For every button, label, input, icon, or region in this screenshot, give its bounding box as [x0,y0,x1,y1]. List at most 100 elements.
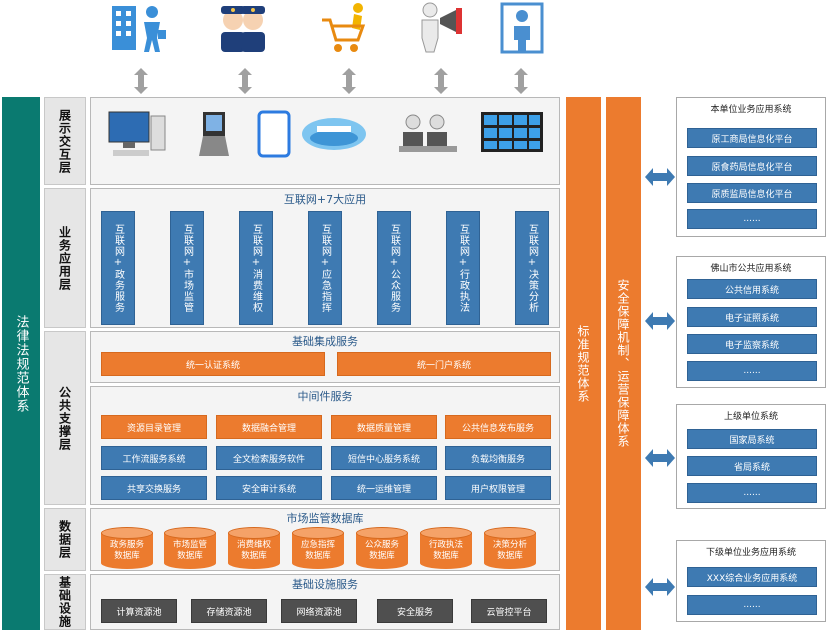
system-item[interactable]: ...... [687,595,817,615]
layer-label-business: 业务应用层 [44,188,86,328]
mw-sms-center[interactable]: 短信中心服务系统 [331,446,437,470]
standards-label: 标准规范体系 [576,324,590,403]
system-item[interactable]: ...... [687,209,817,229]
mw-security-audit[interactable]: 安全审计系统 [216,476,322,500]
system-item[interactable]: 原食药局信息化平台 [687,156,817,176]
middleware-title: 中间件服务 [297,390,353,403]
web-portal-icon [302,118,366,150]
system-item[interactable]: 原质监局信息化平台 [687,183,817,203]
mw-resource-catalog[interactable]: 资源目录管理 [101,415,207,439]
mw-workflow[interactable]: 工作流服务系统 [101,446,207,470]
middleware-panel: 中间件服务 资源目录管理 数据融合管理 数据质量管理 公共信息发布服务 工作流服… [90,386,560,505]
system-item[interactable]: ...... [687,483,817,503]
system-item[interactable]: ...... [687,361,817,381]
double-arrow-icon [645,449,675,467]
double-arrow-icon [645,312,675,330]
db-law-enforcement[interactable]: 行政执法数据库 [420,527,472,569]
data-layer-panel: 市场监管数据库 政务服务数据库 市场监管数据库 消费维权数据库 应急指挥数据库 … [90,508,560,571]
system-panel-title: 上级单位系统 [723,412,778,422]
device-desktop [103,108,173,163]
app-market-supervision[interactable]: 互联网+市场监管 [170,211,204,325]
system-item[interactable]: 省局系统 [687,456,817,476]
layer-label-display: 展示交互层 [44,97,86,185]
standards-bar: 标准规范体系 [566,97,601,630]
double-arrow-icon [434,68,448,94]
system-item[interactable]: 原工商局信息化平台 [687,128,817,148]
mw-fulltext-search[interactable]: 全文检索服务软件 [216,446,322,470]
display-layer-panel [90,97,560,185]
device-kiosk [179,108,249,163]
actor-gov [492,0,552,95]
double-arrow-icon [238,68,252,94]
business-layer-title: 互联网+7大应用 [283,193,367,206]
app-decision-analysis[interactable]: 互联网+决策分析 [515,211,549,325]
device-tablet [239,108,309,163]
system-panel-upper: 上级单位系统 国家局系统 省局系统 ...... [676,404,826,509]
system-panel-title: 本单位业务应用系统 [710,105,792,115]
infra-layer-title: 基础设施服务 [292,578,358,591]
system-panel-city: 佛山市公共应用系统 公共信用系统 电子证照系统 电子监察系统 ...... [676,256,826,388]
device-videowall [477,108,547,163]
desktop-computer-icon [108,111,166,156]
infra-network-pool[interactable]: 网络资源池 [281,599,357,623]
office-building-person-icon [112,6,166,52]
double-arrow-icon [645,168,675,186]
system-item[interactable]: XXX综合业务应用系统 [687,567,817,587]
infra-cloud-control[interactable]: 云管控平台 [471,599,547,623]
mw-data-fusion[interactable]: 数据融合管理 [216,415,322,439]
actor-consumer [318,0,378,95]
integration-title: 基础集成服务 [292,335,358,348]
unified-auth-box[interactable]: 统一认证系统 [101,352,325,376]
megaphone-person-icon [421,2,462,53]
system-item[interactable]: 国家局系统 [687,429,817,449]
police-officers-icon [221,6,265,52]
system-panel-local: 本单位业务应用系统 原工商局信息化平台 原食药局信息化平台 原质监局信息化平台 … [676,97,826,237]
double-arrow-icon [645,578,675,596]
system-panel-title: 下级单位业务应用系统 [705,548,796,558]
db-gov-service[interactable]: 政务服务数据库 [101,527,153,569]
mw-load-balance[interactable]: 负载均衡服务 [445,446,551,470]
infra-security-service[interactable]: 安全服务 [377,599,453,623]
layer-label-data: 数据层 [44,508,86,571]
door-person-icon [500,2,544,54]
system-item[interactable]: 电子监察系统 [687,334,817,354]
call-center-icon [399,114,457,152]
mw-share-exchange[interactable]: 共享交换服务 [101,476,207,500]
video-wall-icon [481,112,543,152]
system-panel-title: 佛山市公共应用系统 [710,264,792,274]
unified-portal-box[interactable]: 统一门户系统 [337,352,551,376]
double-arrow-icon [342,68,356,94]
double-arrow-icon [514,68,528,94]
app-law-enforcement[interactable]: 互联网+行政执法 [446,211,480,325]
mw-data-quality[interactable]: 数据质量管理 [331,415,437,439]
infra-compute-pool[interactable]: 计算资源池 [101,599,177,623]
layer-label-public: 公共支撑层 [44,331,86,505]
double-arrow-icon [134,68,148,94]
system-item[interactable]: 电子证照系统 [687,307,817,327]
system-item[interactable]: 公共信用系统 [687,279,817,299]
db-decision-analysis[interactable]: 决策分析数据库 [484,527,536,569]
db-emergency-command[interactable]: 应急指挥数据库 [292,527,344,569]
mw-user-permission[interactable]: 用户权限管理 [445,476,551,500]
actor-enterprise [108,0,168,95]
shopping-cart-icon [322,3,366,52]
infra-layer-panel: 基础设施服务 计算资源池 存储资源池 网络资源池 安全服务 云管控平台 [90,574,560,630]
app-gov-service[interactable]: 互联网+政务服务 [101,211,135,325]
db-market-supervision[interactable]: 市场监管数据库 [164,527,216,569]
actor-public [410,0,470,95]
kiosk-terminal-icon [199,112,229,156]
db-consumer-rights[interactable]: 消费维权数据库 [228,527,280,569]
legal-system-label: 法律法规范体系 [13,314,29,413]
data-layer-title: 市场监管数据库 [286,512,364,525]
security-ops-label: 安全保障机制、运营保障体系 [616,279,630,448]
mw-info-publish[interactable]: 公共信息发布服务 [445,415,551,439]
app-consumer-rights[interactable]: 互联网+消费维权 [239,211,273,325]
integration-panel: 基础集成服务 统一认证系统 统一门户系统 [90,331,560,383]
app-emergency-command[interactable]: 互联网+应急指挥 [308,211,342,325]
app-public-service[interactable]: 互联网+公众服务 [377,211,411,325]
mw-unified-ops[interactable]: 统一运维管理 [331,476,437,500]
layer-label-infra: 基础设施 [44,574,86,630]
infra-storage-pool[interactable]: 存储资源池 [191,599,267,623]
security-ops-bar: 安全保障机制、运营保障体系 [606,97,641,630]
db-public-service[interactable]: 公众服务数据库 [356,527,408,569]
